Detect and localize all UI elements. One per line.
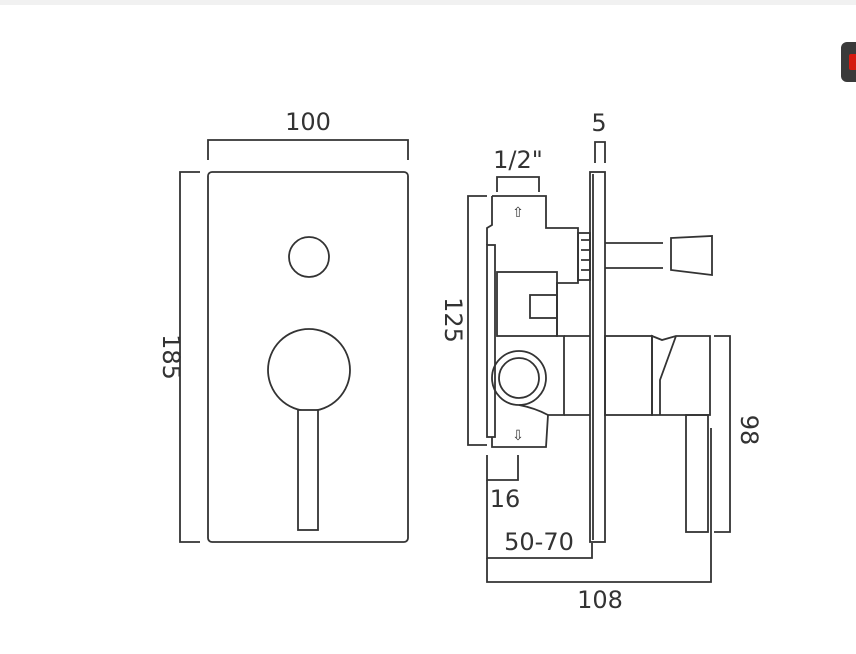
diverter-stem bbox=[605, 242, 663, 269]
thread-lines bbox=[581, 239, 590, 271]
handle-body bbox=[651, 334, 711, 416]
cartridge-housing bbox=[496, 271, 558, 337]
outlet-ring bbox=[491, 350, 547, 406]
diverter-button bbox=[288, 236, 330, 278]
mounting-strip bbox=[486, 244, 496, 438]
top-bar bbox=[0, 0, 856, 5]
width-label: 100 bbox=[285, 108, 331, 136]
depth-range-label: 50-70 bbox=[504, 528, 574, 556]
lever-height-bracket bbox=[714, 335, 731, 533]
diverter-knob bbox=[670, 235, 713, 277]
handle-sleeve bbox=[604, 335, 653, 416]
height-dimension-bracket bbox=[179, 171, 200, 543]
side-lever bbox=[685, 414, 709, 533]
total-depth-label: 108 bbox=[577, 586, 623, 614]
thread-connector bbox=[577, 232, 591, 281]
inlet-label: 1/2" bbox=[493, 146, 543, 174]
plate-thickness-label: 5 bbox=[591, 109, 606, 137]
inlet-bracket bbox=[496, 176, 540, 192]
outlet-bore bbox=[498, 357, 540, 399]
body-height-bracket bbox=[467, 195, 487, 446]
width-dimension-bracket bbox=[207, 139, 409, 160]
lever-handle bbox=[297, 409, 319, 531]
plate-thickness-bracket bbox=[594, 141, 606, 163]
depth-range-bracket bbox=[486, 480, 593, 559]
handle-hub bbox=[267, 328, 351, 412]
corner-button[interactable] bbox=[841, 42, 856, 82]
body-height-label: 125 bbox=[439, 297, 467, 343]
cover-plate bbox=[207, 171, 409, 543]
cartridge-port bbox=[529, 294, 558, 319]
arrow-up-icon: ⇧ bbox=[512, 205, 524, 221]
corner-icon bbox=[849, 54, 856, 70]
arrow-down-icon: ⇩ bbox=[512, 428, 524, 444]
lever-height-label: 98 bbox=[735, 415, 763, 446]
front-view: 100 185 bbox=[157, 108, 409, 543]
side-view: 5 1/2" 125 ⇧ ⇩ 98 16 bbox=[439, 109, 763, 614]
outlet-curve bbox=[518, 404, 549, 416]
depth-min-label: 16 bbox=[490, 485, 521, 513]
sleeve bbox=[564, 335, 590, 416]
depth-min-bracket bbox=[486, 455, 519, 481]
total-depth-bracket bbox=[486, 428, 712, 583]
height-label: 185 bbox=[157, 334, 185, 380]
